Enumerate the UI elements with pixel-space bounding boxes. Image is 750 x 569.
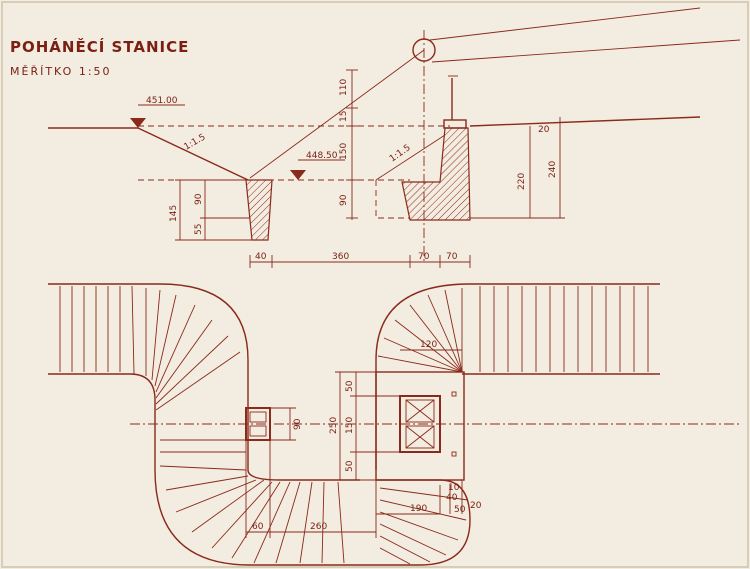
dim-90: 90	[339, 194, 349, 206]
dim-70a: 70	[418, 252, 430, 262]
plan-dim-50b: 50	[345, 460, 355, 472]
plan-dim-50a: 50	[345, 380, 355, 392]
level-top: 451.00	[146, 96, 178, 106]
left-anchor	[245, 407, 271, 441]
dim-15: 15	[339, 111, 349, 122]
dim-20: 20	[538, 125, 550, 135]
scale-label: MĚŘÍTKO 1:50	[10, 65, 112, 78]
dim-55: 55	[194, 224, 204, 235]
left-footing	[245, 179, 273, 241]
drawing-title: POHÁNĚCÍ STANICE	[10, 37, 189, 56]
plan-dim-250: 250	[329, 417, 339, 434]
dim-150: 150	[339, 143, 349, 160]
level-bottom: 448.50	[306, 151, 338, 161]
plan-dim-150: 150	[345, 417, 355, 434]
dim-70b: 70	[446, 252, 458, 262]
plan-view: 50 150 250 50 90 60 260 120 190 10 40 50…	[48, 283, 740, 566]
plan-dim-120: 120	[420, 340, 437, 350]
slope-left: 1:1.5	[183, 132, 208, 152]
dim-110: 110	[339, 79, 349, 96]
right-foundation	[401, 127, 471, 221]
plan-dim-40: 40	[446, 493, 458, 503]
plan-dim-190: 190	[410, 504, 427, 514]
plan-dim-260: 260	[310, 522, 327, 532]
plan-dim-10: 10	[448, 483, 460, 493]
plan-dim-20: 20	[470, 501, 482, 511]
dim-220: 220	[517, 173, 527, 190]
dim-40: 40	[255, 252, 267, 262]
slope-right: 1:1.5	[388, 143, 413, 164]
plan-dim-90: 90	[293, 418, 303, 430]
dim-240: 240	[548, 161, 558, 178]
dim-145: 145	[169, 205, 179, 222]
dim-90-left: 90	[194, 193, 204, 205]
drive-unit	[399, 395, 441, 453]
dim-360: 360	[332, 252, 349, 262]
plan-dim-60: 60	[252, 522, 264, 532]
plan-dim-50: 50	[454, 505, 466, 515]
